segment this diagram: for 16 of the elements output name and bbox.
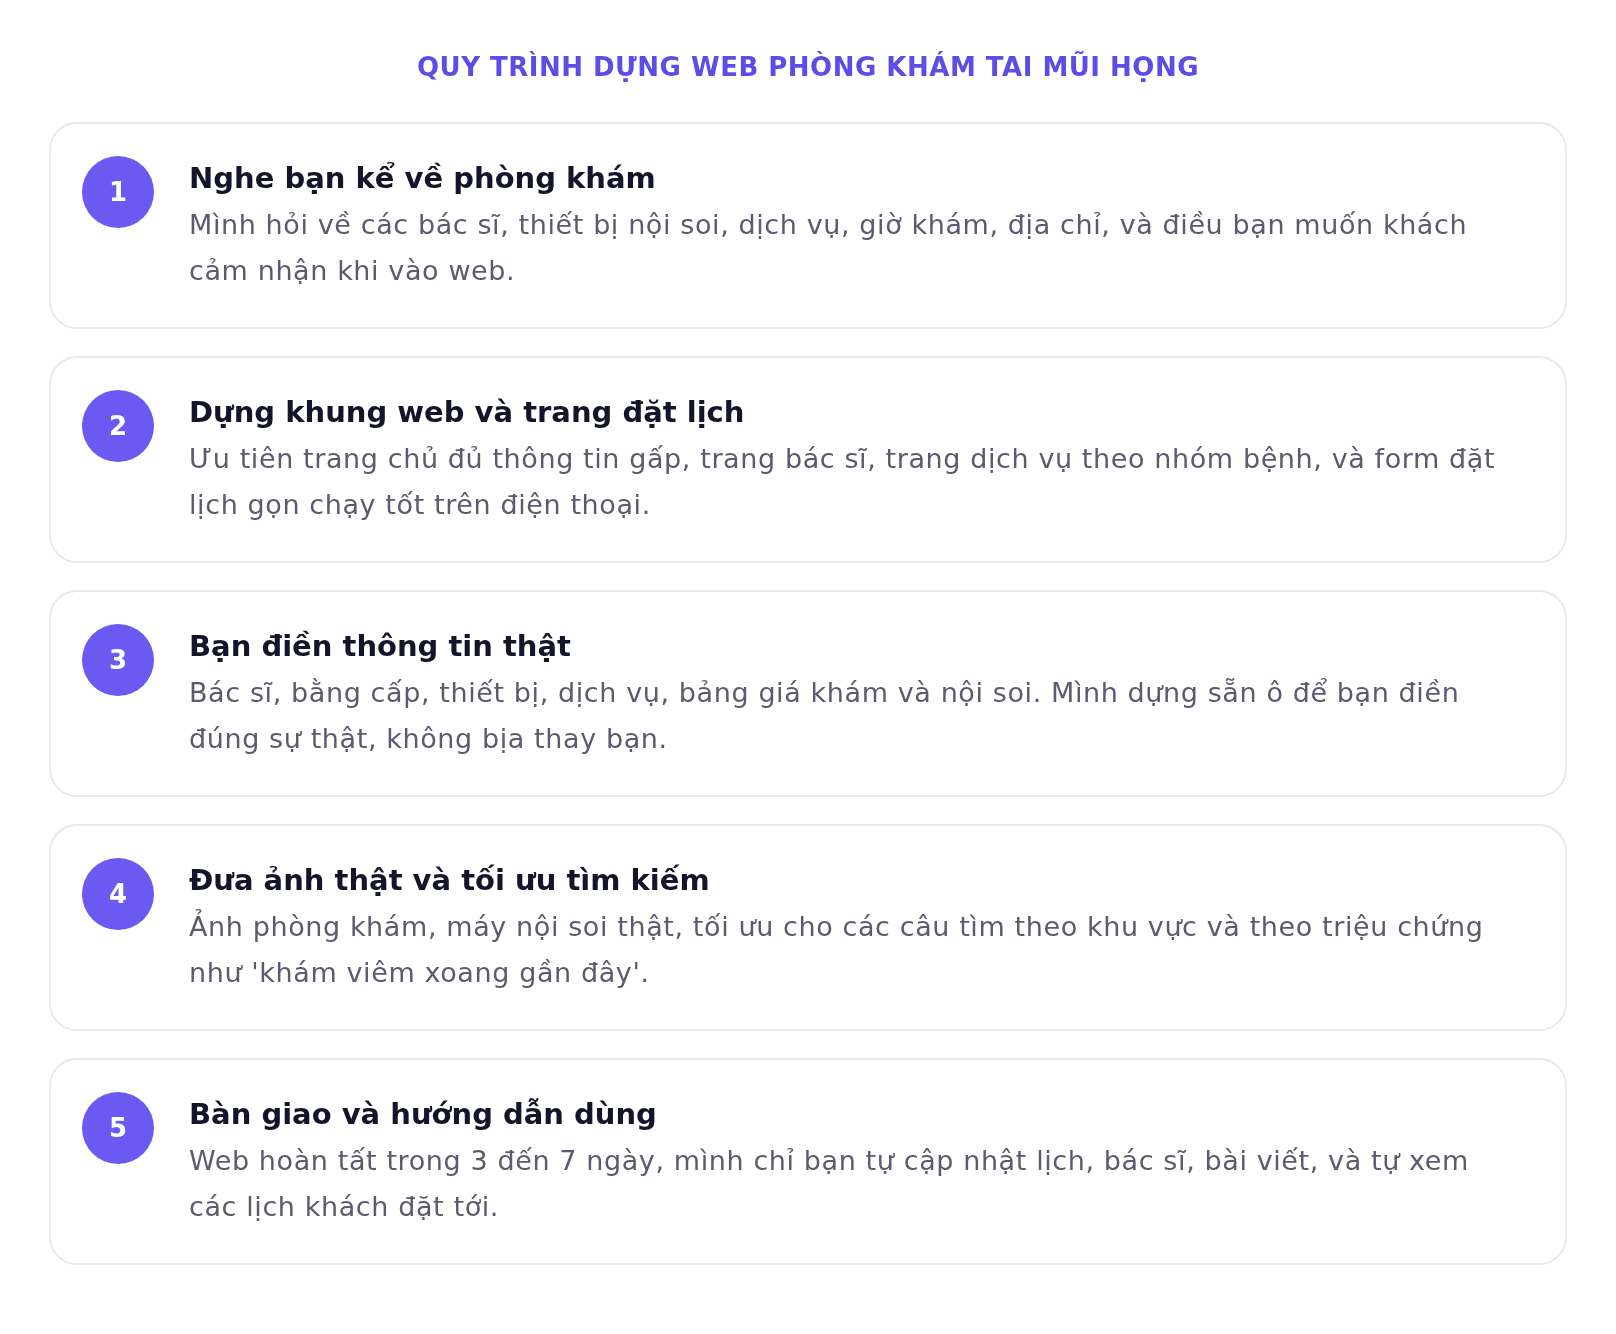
step-description: Web hoàn tất trong 3 đến 7 ngày, mình chỉ bạn tự cập nhật lịch, bác sĩ, bài viết, và tự xem các lịch khách đặt tới. <box>189 1144 1470 1224</box>
step-description: Bác sĩ, bằng cấp, thiết bị, dịch vụ, bảng giá khám và nội soi. Mình dựng sẵn ô để bạn điền đúng sự thật, không bịa thay bạn. <box>189 676 1461 756</box>
diagram-title: QUY TRÌNH DỰNG WEB PHÒNG KHÁM TAI MŨI HỌNG <box>416 50 1200 84</box>
step-card <box>49 824 1567 1031</box>
step-card <box>49 590 1567 797</box>
step-card <box>49 1058 1567 1265</box>
step-heading: Đưa ảnh thật và tối ưu tìm kiếm <box>189 862 711 899</box>
step-description: Ưu tiên trang chủ đủ thông tin gấp, trang bác sĩ, trang dịch vụ theo nhóm bệnh, và form đặt lịch gọn chạy tốt trên điện thoại. <box>189 442 1497 522</box>
step-heading: Dựng khung web và trang đặt lịch <box>189 394 746 431</box>
step-heading: Nghe bạn kể về phòng khám <box>189 160 657 197</box>
step-card <box>49 122 1567 329</box>
step-card <box>49 356 1567 563</box>
step-heading: Bàn giao và hướng dẫn dùng <box>189 1096 658 1133</box>
step-description: Ảnh phòng khám, máy nội soi thật, tối ưu cho các câu tìm theo khu vực và theo triệu chứng như 'khám viêm xoang gần đây'. <box>189 908 1485 990</box>
step-heading: Bạn điền thông tin thật <box>189 628 572 665</box>
step-description: Mình hỏi về các bác sĩ, thiết bị nội soi, dịch vụ, giờ khám, địa chỉ, và điều bạn muốn khách cảm nhận khi vào web. <box>189 208 1469 288</box>
